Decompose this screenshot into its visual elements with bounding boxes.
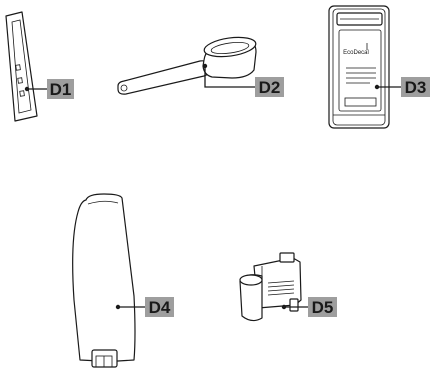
callout-d3-box xyxy=(401,77,430,97)
callout-d5-box xyxy=(308,297,337,317)
callout-d2-box xyxy=(255,77,284,97)
callout-d1: D1 xyxy=(24,79,74,99)
descaler-sachet-illustration: EcoDecal xyxy=(328,5,390,129)
callout-d4-box xyxy=(145,297,174,317)
callout-d3-label: D3 xyxy=(405,78,427,97)
callout-d1-box xyxy=(47,79,74,99)
callout-d2: D2 xyxy=(202,63,284,97)
callout-d1-label: D1 xyxy=(50,80,72,99)
water-filter-illustration xyxy=(72,193,136,368)
callout-d3: D3 xyxy=(374,77,430,97)
callout-d4: D4 xyxy=(115,297,174,317)
callout-d2-label: D2 xyxy=(259,78,281,97)
callout-d4-label: D4 xyxy=(149,298,171,317)
filter-adapter-illustration xyxy=(239,252,302,322)
test-strip-illustration xyxy=(5,11,38,122)
measuring-scoop-illustration xyxy=(117,36,257,95)
callout-d5: D5 xyxy=(281,297,337,317)
sachet-brand-text: EcoDecal xyxy=(343,50,369,56)
callout-d5-label: D5 xyxy=(312,298,334,317)
